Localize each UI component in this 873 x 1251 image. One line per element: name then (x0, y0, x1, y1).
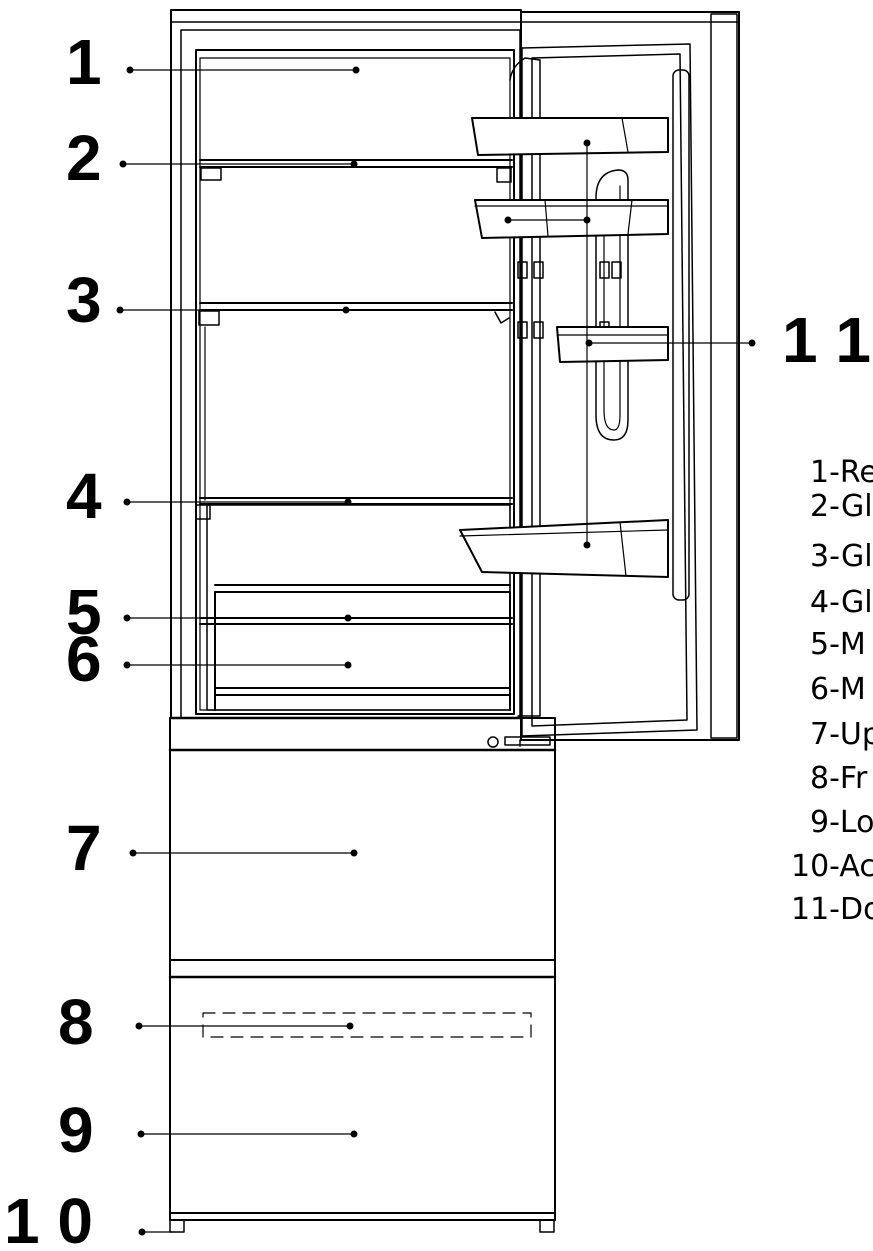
legend-item-11: 11-Do (791, 892, 873, 927)
callout-6: 6 (66, 623, 102, 695)
callout-5: 5 (66, 576, 102, 648)
glass-shelf-2 (199, 159, 513, 183)
legend-item-10: 10-Ac (791, 849, 873, 884)
legend-item-6: 6-M (810, 672, 866, 707)
legend-item-2: 2-Gl (810, 489, 873, 524)
legend-item-3: 3-Gl (810, 539, 873, 574)
callout-3: 3 (66, 264, 102, 336)
callout-2: 2 (66, 122, 102, 194)
leader-dots (116, 66, 756, 1236)
door-balcony-3 (556, 326, 669, 363)
callout-10: 1 0 (4, 1185, 93, 1246)
callout-9: 9 (58, 1094, 94, 1166)
door-balcony-4 (459, 519, 669, 578)
callout-4: 4 (66, 460, 102, 532)
legend-item-7: 7-Up (810, 717, 873, 752)
callout-11: 1 1 (782, 304, 871, 376)
fridge-door (487, 11, 740, 748)
legend-item-1: 1-Re (810, 455, 873, 490)
callout-7: 7 (66, 812, 102, 884)
door-balcony-2 (474, 199, 669, 239)
freezer-cabinet (168, 717, 557, 1233)
callout-1: 1 (66, 26, 102, 98)
legend-item-4: 4-Gl (810, 585, 873, 620)
legend-item-8: 8-Fr (810, 761, 868, 796)
glass-shelf-3 (198, 302, 513, 501)
glass-shelf-4 (195, 497, 513, 520)
callout-8: 8 (58, 986, 94, 1058)
parts-legend: 1-Re 2-Gl 3-Gl 4-Gl 5-M 6-M 7-Up 8-Fr 9-… (791, 455, 873, 927)
fridge-cabinet (169, 9, 523, 720)
crisper-drawers (199, 504, 513, 711)
legend-item-9: 9-Lo (810, 805, 873, 840)
door-balcony-1 (471, 117, 669, 156)
callout-numbers: 1 2 3 4 5 6 7 8 9 1 0 1 1 (4, 26, 871, 1251)
legend-item-5: 5-M (810, 627, 866, 662)
door-rail (517, 169, 629, 441)
